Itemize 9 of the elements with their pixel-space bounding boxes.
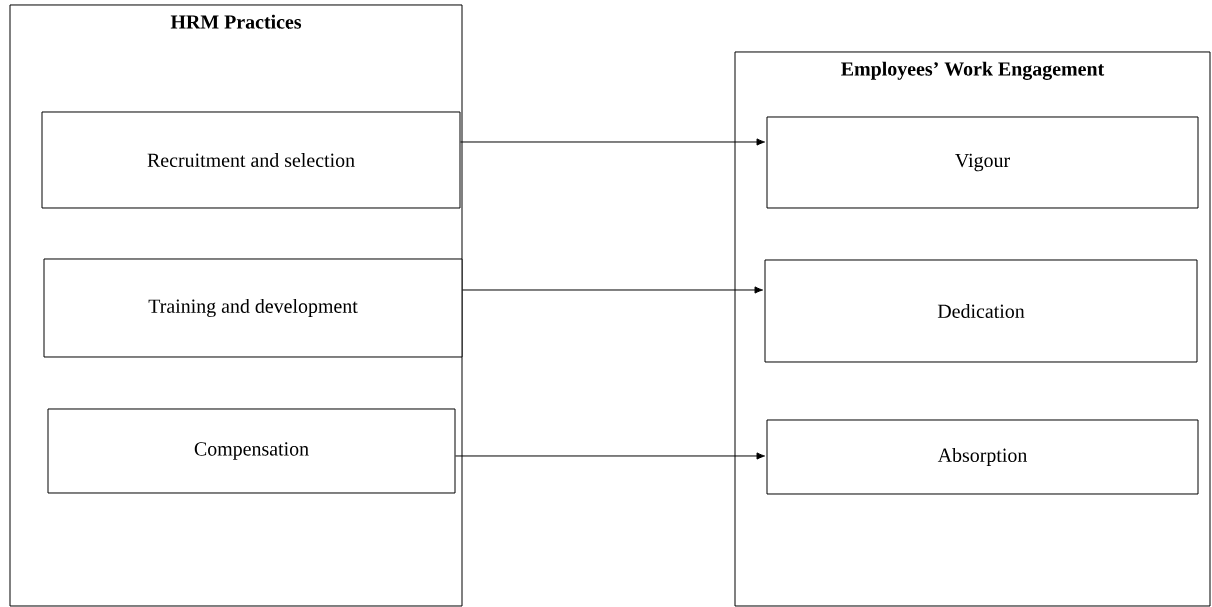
process-box: Recruitment and selection	[41, 111, 461, 209]
process-box: Absorption	[766, 419, 1199, 495]
arrow	[455, 452, 766, 460]
arrow	[460, 138, 766, 146]
arrow	[462, 286, 764, 294]
process-box: Vigour	[766, 116, 1199, 209]
process-box: Training and development	[43, 258, 463, 358]
process-box: Compensation	[47, 408, 456, 494]
process-box: Dedication	[764, 259, 1198, 363]
